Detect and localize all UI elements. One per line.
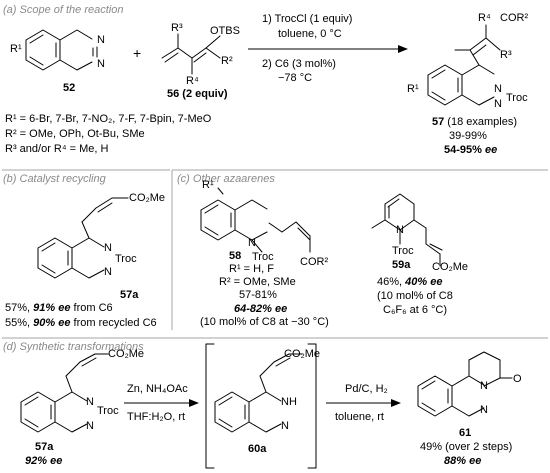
atom-n: N [97,58,105,70]
compound-52-structure: N N R¹ [10,29,105,71]
compound-58-label: 58 [229,250,241,262]
troc-label: Troc [252,251,274,263]
substituents-r1: R¹ = 6-Br, 7-Br, 7-NO₂, 7-F, 7-Bpin, 7-M… [5,113,212,125]
atom-n: N [248,237,256,249]
section-b: (b) Catalyst recycling CO₂Me N Troc N 57… [2,169,170,329]
nh-label: NH [281,396,297,408]
arrow-head [398,45,408,53]
atom-n: N [480,404,488,416]
r3-label: R³ [171,22,183,34]
condition-pdc: Pd/C, H₂ [345,383,388,395]
p-cor2-label: COR² [500,12,528,24]
atom-n: N [396,224,404,236]
yield-59a: 46%, 40% ee [377,276,442,288]
ee-57a: 92% ee [25,455,62,467]
p-r4-label: R⁴ [478,12,491,24]
condition-toluene: toluene, rt [335,411,384,423]
r1-label: R¹ [202,179,214,191]
section-a: (a) Scope of the reaction N N R¹ 52 + R³… [3,4,528,156]
condition-1: 1) TrocCl (1 equiv) [262,13,352,25]
compound-61-label: 61 [459,427,471,439]
p-r3-label: R³ [500,49,512,61]
section-c-header: (c) Other azaarenes [177,173,275,185]
troc-label: Troc [392,245,414,257]
carbonyl-o-label: O [513,373,522,385]
bracket-left [205,343,215,469]
recycling-result-1: 57%, 91% ee from C6 [5,302,113,314]
recycling-result-2: 55%, 90% ee from recycled C6 [5,317,157,329]
section-c: (c) Other azaarenes R¹ N Troc COR² 58 R¹… [171,169,548,330]
substituents-r2-58: R² = OMe, SMe [219,276,296,288]
condition-1b: toluene, 0 °C [278,28,342,40]
co2me-label: CO₂Me [129,192,165,204]
compound-57-label: 57 (18 examples) [432,116,517,128]
atom-n: N [86,396,94,408]
condition-2: 2) C6 (3 mol%) [262,58,336,70]
yield-58: 57-81% [239,289,277,301]
conditions-59a-2: C₆F₆ at 6 °C) [383,304,447,316]
condition-zn: Zn, NH₄OAc [127,383,188,395]
co2me-label: CO₂Me [284,348,320,360]
compound-60a-label: 60a [248,443,267,455]
co2me-label: CO₂Me [432,261,468,273]
compound-57-structure [427,24,501,106]
section-d: (d) Synthetic transformations CO₂Me N Tr… [2,337,548,469]
conditions-59a-1: (10 mol% of C8 [377,290,453,302]
co2me-label: CO₂Me [108,348,144,360]
compound-60a-structure [214,353,303,433]
atom-n: N [281,420,289,432]
cor2-label: COR² [300,256,328,268]
r4-label: R⁴ [186,75,199,87]
troc-label: Troc [115,253,137,265]
atom-n: N [86,420,94,432]
otbs-label: OTBS [210,25,240,37]
conditions-58: (10 mol% of C8 at −30 °C) [200,316,329,328]
yield-57: 39-99% [449,130,487,142]
compound-58-structure [200,187,311,253]
atom-n: N [104,266,112,278]
compound-56-label: 56 (2 equiv) [167,88,228,100]
arrow-head [391,399,401,407]
ee-58: 64-82% ee [234,303,287,315]
p-n-label: N [494,83,502,95]
compound-57a-d-structure [20,353,109,433]
compound-52-label: 52 [63,82,75,94]
ee-57: 54-95% ee [444,144,497,156]
substituents-r3-r4: R³ and/or R⁴ = Me, H [5,143,109,155]
compound-57a-label: 57a [35,441,54,453]
arrow-head [189,399,199,407]
yield-61: 49% (over 2 steps) [420,441,512,453]
compound-61-structure [417,351,513,417]
atom-n: N [480,380,488,392]
ee-61: 88% ee [444,455,481,467]
atom-n: N [104,242,112,254]
p-r1-label: R¹ [407,83,419,95]
r1-label: R¹ [10,43,22,55]
section-d-header: (d) Synthetic transformations [3,341,144,353]
p-n2-label: N [494,98,502,110]
condition-thf: THF:H₂O, rt [127,411,185,423]
substituents-r1-58: R¹ = H, F [229,263,274,275]
condition-2b: −78 °C [278,72,312,84]
compound-59a-label: 59a [392,259,411,271]
compound-56-structure [161,33,221,75]
section-b-header: (b) Catalyst recycling [3,173,107,185]
substituents-r2: R² = OMe, OPh, Ot-Bu, SMe [5,128,145,140]
troc-label: Troc [97,405,119,417]
compound-57a-b-structure [37,197,129,279]
bracket-right [307,343,317,469]
plus-sign: + [133,45,141,61]
section-a-header: (a) Scope of the reaction [3,4,123,16]
r2-label: R² [221,55,233,67]
atom-n: N [97,34,105,46]
compound-57a-label: 57a [120,289,139,301]
compound-59a-structure [371,193,443,267]
p-troc-label: Troc [506,92,528,104]
